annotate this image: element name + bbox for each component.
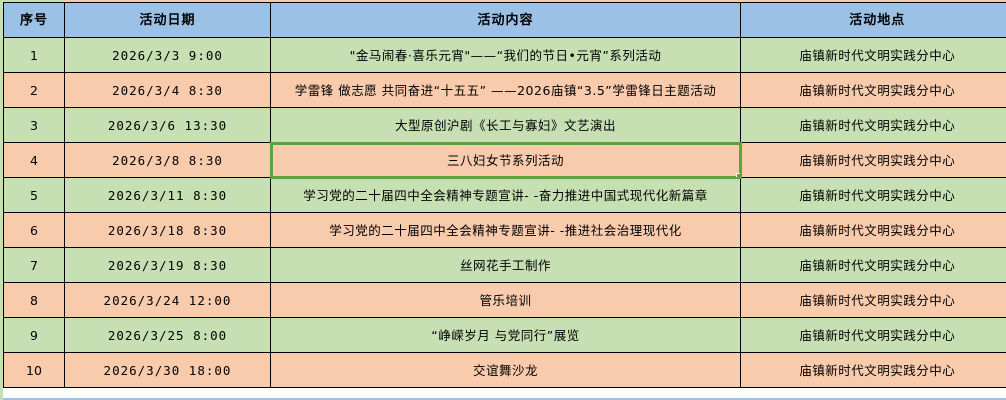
- cell-content[interactable]: 管乐培训: [270, 282, 741, 318]
- cell-index[interactable]: 5: [3, 177, 65, 213]
- table-row: 5 2026/3/11 8:30 学习党的二十届四中全会精神专题宣讲- -奋力推…: [3, 177, 1006, 213]
- cell-date[interactable]: 2026/3/24 12:00: [64, 282, 271, 318]
- cell-index[interactable]: 3: [3, 107, 65, 143]
- cell-content[interactable]: 大型原创沪剧《长工与寡妇》文艺演出: [270, 107, 741, 143]
- activity-table: 序号 活动日期 活动内容 活动地点 1 2026/3/3 9:00 "金马闹春·…: [3, 2, 1006, 388]
- cell-date[interactable]: 2026/3/11 8:30: [64, 177, 271, 213]
- cell-content[interactable]: 交谊舞沙龙: [270, 352, 741, 388]
- cell-content[interactable]: 学习党的二十届四中全会精神专题宣讲- -奋力推进中国式现代化新篇章: [270, 177, 741, 213]
- selected-cell-content[interactable]: 三八妇女节系列活动: [269, 141, 742, 179]
- header-index[interactable]: 序号: [3, 2, 65, 38]
- cell-location[interactable]: 庙镇新时代文明实践分中心: [740, 177, 1006, 213]
- cell-date[interactable]: 2026/3/25 8:00: [64, 317, 271, 353]
- cell-index[interactable]: 10: [3, 352, 65, 388]
- cell-index[interactable]: 4: [3, 142, 65, 178]
- cell-date[interactable]: 2026/3/3 9:00: [64, 37, 271, 73]
- cell-location[interactable]: 庙镇新时代文明实践分中心: [740, 212, 1006, 248]
- header-content[interactable]: 活动内容: [270, 2, 741, 38]
- cell-location[interactable]: 庙镇新时代文明实践分中心: [740, 317, 1006, 353]
- next-row-edge: [3, 398, 1006, 400]
- table-row: 4 2026/3/8 8:30 三八妇女节系列活动 庙镇新时代文明实践分中心: [3, 141, 1006, 179]
- cell-date[interactable]: 2026/3/8 8:30: [64, 142, 271, 178]
- cell-location[interactable]: 庙镇新时代文明实践分中心: [740, 282, 1006, 318]
- cell-location[interactable]: 庙镇新时代文明实践分中心: [740, 142, 1006, 178]
- cell-content[interactable]: "金马闹春·喜乐元宵"——“我们的节日•元宵”系列活动: [270, 37, 741, 73]
- cell-location[interactable]: 庙镇新时代文明实践分中心: [740, 107, 1006, 143]
- cell-index[interactable]: 7: [3, 247, 65, 283]
- table-row: 7 2026/3/19 8:30 丝网花手工制作 庙镇新时代文明实践分中心: [3, 247, 1006, 283]
- cell-date[interactable]: 2026/3/18 8:30: [64, 212, 271, 248]
- cell-text: 三八妇女节系列活动: [446, 152, 564, 168]
- cell-index[interactable]: 2: [3, 72, 65, 108]
- cell-content[interactable]: 学习党的二十届四中全会精神专题宣讲- -推进社会治理现代化: [270, 212, 741, 248]
- cell-content[interactable]: 学雷锋 做志愿 共同奋进“十五五” ——2026庙镇“3.5”学雷锋日主题活动: [270, 72, 741, 108]
- cell-location[interactable]: 庙镇新时代文明实践分中心: [740, 352, 1006, 388]
- cell-location[interactable]: 庙镇新时代文明实践分中心: [740, 247, 1006, 283]
- cell-index[interactable]: 8: [3, 282, 65, 318]
- table-row: 9 2026/3/25 8:00 “峥嵘岁月 与党同行”展览 庙镇新时代文明实践…: [3, 317, 1006, 353]
- cell-date[interactable]: 2026/3/6 13:30: [64, 107, 271, 143]
- cell-index[interactable]: 6: [3, 212, 65, 248]
- fill-handle[interactable]: [736, 173, 740, 177]
- cell-index[interactable]: 9: [3, 317, 65, 353]
- cell-date[interactable]: 2026/3/30 18:00: [64, 352, 271, 388]
- header-location[interactable]: 活动地点: [740, 2, 1006, 38]
- previous-column-edge: [0, 0, 3, 400]
- table-row: 3 2026/3/6 13:30 大型原创沪剧《长工与寡妇》文艺演出 庙镇新时代…: [3, 107, 1006, 143]
- cell-index[interactable]: 1: [3, 37, 65, 73]
- table-row: 10 2026/3/30 18:00 交谊舞沙龙 庙镇新时代文明实践分中心: [3, 352, 1006, 388]
- cell-location[interactable]: 庙镇新时代文明实践分中心: [740, 37, 1006, 73]
- cell-content[interactable]: “峥嵘岁月 与党同行”展览: [270, 317, 741, 353]
- cell-content[interactable]: 丝网花手工制作: [270, 247, 741, 283]
- header-row: 序号 活动日期 活动内容 活动地点: [3, 2, 1006, 38]
- table-row: 2 2026/3/4 8:30 学雷锋 做志愿 共同奋进“十五五” ——2026…: [3, 72, 1006, 108]
- table-row: 1 2026/3/3 9:00 "金马闹春·喜乐元宵"——“我们的节日•元宵”系…: [3, 37, 1006, 73]
- table-row: 8 2026/3/24 12:00 管乐培训 庙镇新时代文明实践分中心: [3, 282, 1006, 318]
- table-row: 6 2026/3/18 8:30 学习党的二十届四中全会精神专题宣讲- -推进社…: [3, 212, 1006, 248]
- previous-row-edge: [3, 0, 1006, 3]
- cell-date[interactable]: 2026/3/19 8:30: [64, 247, 271, 283]
- header-date[interactable]: 活动日期: [64, 2, 271, 38]
- cell-date[interactable]: 2026/3/4 8:30: [64, 72, 271, 108]
- cell-location[interactable]: 庙镇新时代文明实践分中心: [740, 72, 1006, 108]
